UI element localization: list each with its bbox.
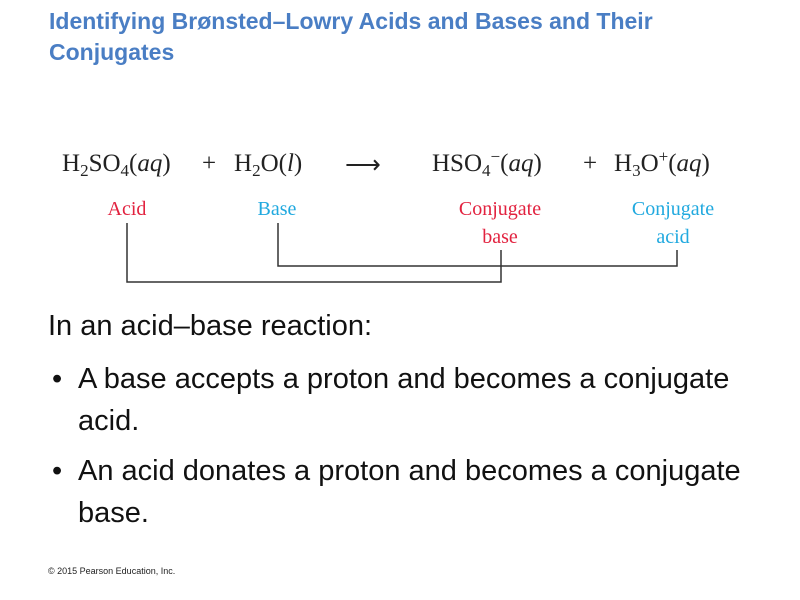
formula-segment: aq — [508, 150, 534, 177]
formula-segment: 4 — [482, 161, 491, 180]
slide-title: Identifying Brønsted–Lowry Acids and Bas… — [49, 8, 653, 65]
species-h3o: H3O+(aq) — [614, 147, 710, 180]
formula-segment: ) — [533, 150, 542, 177]
label-acid: Acid — [107, 198, 147, 220]
bullet-text: A base accepts a proton and becomes a co… — [78, 363, 730, 437]
formula-segment: HSO — [432, 150, 483, 177]
species-h2so4: H2SO4(aq) — [62, 150, 171, 180]
plus-sign: + — [583, 150, 598, 177]
bullet-icon: • — [52, 455, 63, 487]
formula-segment: ( — [500, 150, 509, 177]
base-conjugate-acid-bracket — [277, 223, 678, 267]
acid-conjugate-base-bracket — [126, 223, 502, 283]
reaction-arrow: ⟶ — [345, 152, 381, 179]
formula-segment: aq — [676, 150, 702, 177]
bullet-text: An acid donates a proton and becomes a c… — [78, 455, 741, 529]
formula-segment: 3 — [632, 161, 641, 180]
formula-segment: SO — [88, 150, 121, 177]
formula-segment: H — [234, 150, 253, 177]
formula-segment: aq — [137, 150, 163, 177]
species-hso4: HSO4−(aq) — [432, 147, 542, 180]
species-h2o: H2O(l) — [234, 150, 303, 180]
formula-segment: ) — [701, 150, 710, 177]
formula-segment: ( — [668, 150, 677, 177]
formula-segment: 4 — [120, 161, 130, 180]
copyright-footer: © 2015 Pearson Education, Inc. — [48, 566, 176, 576]
formula-segment: 2 — [252, 161, 261, 180]
plus-sign: + — [202, 150, 217, 177]
label-base: Base — [257, 198, 297, 220]
formula-segment: O — [640, 150, 659, 177]
formula-segment: ) — [162, 150, 171, 177]
formula-segment: H — [614, 150, 633, 177]
formula-segment: l — [286, 150, 294, 177]
intro-text: In an acid–base reaction: — [48, 310, 373, 342]
label-conjugate-base: Conjugate base — [458, 198, 542, 248]
formula-segment: − — [490, 147, 501, 166]
formula-segment: ( — [129, 150, 138, 177]
formula-segment: ) — [293, 150, 303, 177]
formula-segment: O( — [260, 150, 287, 177]
formula-segment: H — [62, 150, 81, 177]
formula-segment: 2 — [80, 161, 89, 180]
formula-segment: + — [658, 147, 669, 166]
label-conjugate-acid: Conjugate acid — [631, 198, 715, 248]
bullet-icon: • — [52, 363, 63, 395]
